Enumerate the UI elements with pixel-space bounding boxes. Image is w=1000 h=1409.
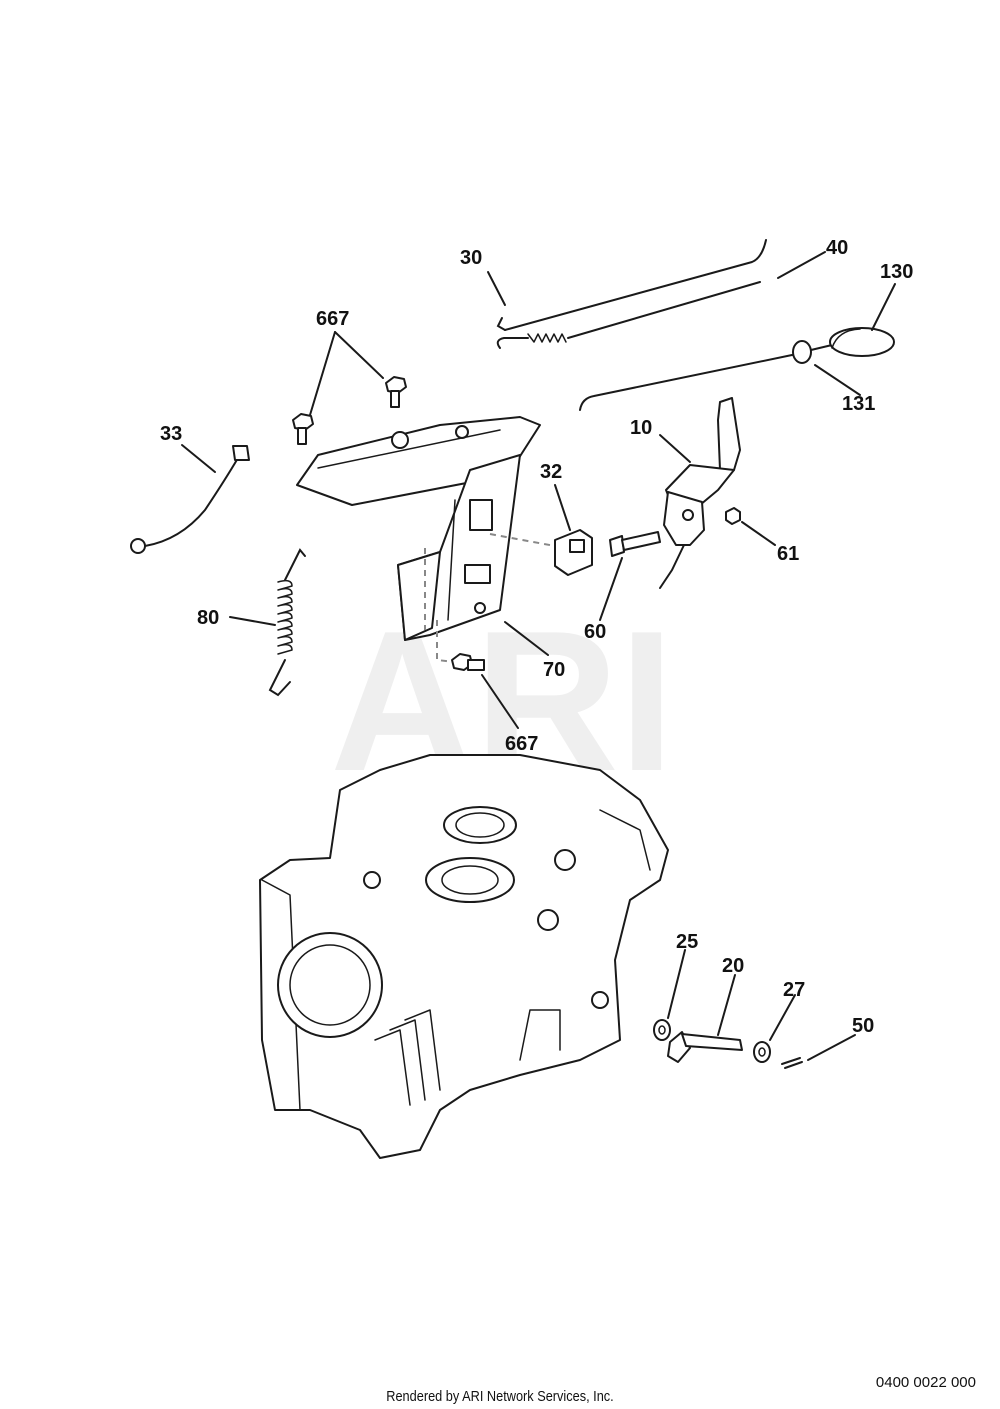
leader-lines <box>181 251 896 1061</box>
control-bracket-plate[interactable] <box>296 416 541 506</box>
diagram-code: 0400 0022 000 <box>875 1374 976 1391</box>
callout-50: 50 <box>852 1015 874 1037</box>
part-80-spring[interactable] <box>268 548 306 697</box>
callout-10: 10 <box>630 417 652 439</box>
callout-61: 61 <box>777 543 799 565</box>
part-70-bracket[interactable] <box>397 454 556 663</box>
callout-131: 131 <box>842 393 875 415</box>
part-27-washer[interactable] <box>753 1041 771 1063</box>
part-30-rod[interactable] <box>496 239 767 331</box>
part-667-bolt-upper-right[interactable] <box>385 376 407 408</box>
part-40-spring-link[interactable] <box>496 281 761 349</box>
callout-80: 80 <box>197 607 219 629</box>
callout-40: 40 <box>826 237 848 259</box>
part-130-cable-clamp[interactable] <box>829 327 895 357</box>
callout-33: 33 <box>160 423 182 445</box>
part-667-bolt-upper-left[interactable] <box>292 413 314 445</box>
part-667-bolt-lower[interactable] <box>451 653 485 671</box>
callout-30: 30 <box>460 247 482 269</box>
callout-27: 27 <box>783 979 805 1001</box>
callout-32: 32 <box>540 461 562 483</box>
part-20-governor-shaft[interactable] <box>667 1031 743 1063</box>
callout-667-upper: 667 <box>316 308 349 330</box>
callout-667-lower: 667 <box>505 733 538 755</box>
part-131-cable[interactable] <box>579 340 833 411</box>
callout-25: 25 <box>676 931 698 953</box>
callout-20: 20 <box>722 955 744 977</box>
callout-70: 70 <box>543 659 565 681</box>
part-50-cotter-pin[interactable] <box>781 1057 803 1069</box>
part-33-ground-wire[interactable] <box>130 445 250 554</box>
part-25-washer[interactable] <box>653 1019 671 1041</box>
callout-60: 60 <box>584 621 606 643</box>
callout-130: 130 <box>880 261 913 283</box>
part-10-control-lever[interactable] <box>659 397 741 589</box>
engine-block <box>259 754 669 1159</box>
part-32-switch[interactable] <box>554 529 593 576</box>
part-60-screw[interactable] <box>609 531 661 557</box>
render-credit: Rendered by ARI Network Services, Inc. <box>386 1388 614 1405</box>
